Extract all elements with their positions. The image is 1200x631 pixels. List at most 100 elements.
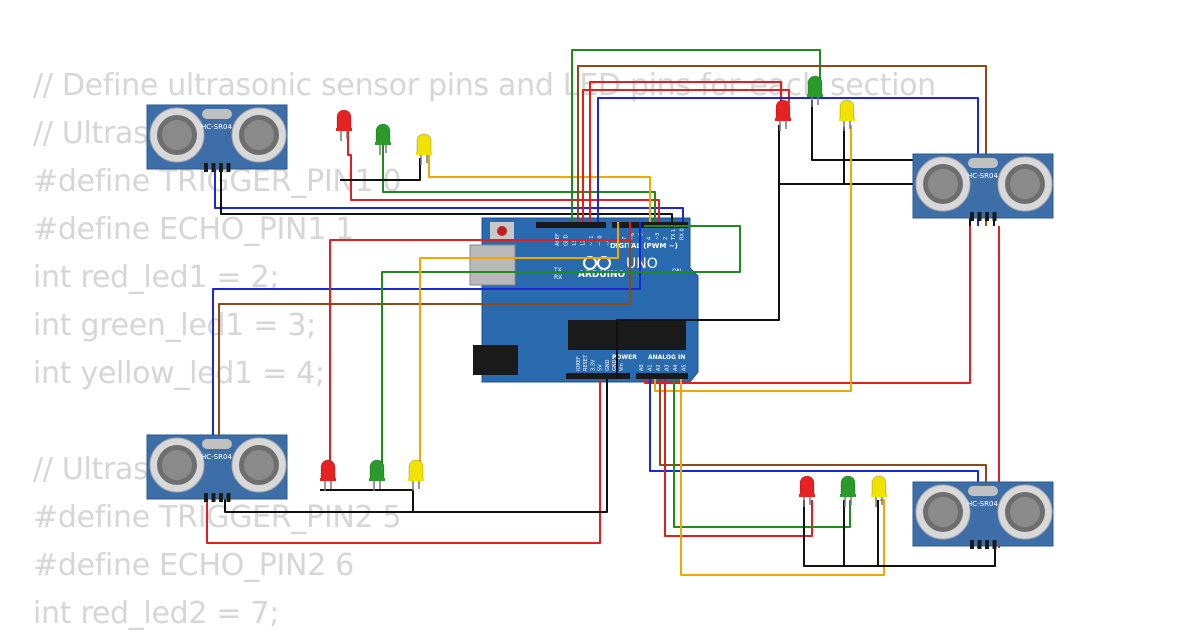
atmega-chip (568, 320, 686, 350)
arduino-brand: ARDUINO (578, 270, 626, 280)
led-body (840, 475, 856, 497)
digital-pin-label: ~6 (630, 233, 636, 240)
led-rim (799, 494, 815, 497)
sensor-mesh (1010, 497, 1040, 527)
hc-sr04-sensor[interactable]: HC-SR04 (146, 104, 288, 172)
code-line: int yellow_led1 = 4; (33, 356, 325, 391)
rx-label: RX (554, 274, 562, 281)
code-line: #define ECHO_PIN1 1 (33, 212, 355, 247)
yellow-led[interactable] (408, 459, 424, 491)
hc-sr04-sensor[interactable]: HC-SR04 (912, 153, 1054, 221)
sensor-mesh (162, 120, 192, 150)
code-line: #define TRIGGER_PIN1 0 (33, 164, 402, 199)
analog-pin-label: A1 (648, 364, 654, 371)
wire-green (673, 379, 851, 528)
hc-sr04-sensor[interactable]: HC-SR04 (146, 434, 288, 502)
led-body (320, 459, 336, 481)
sensor-pin (970, 540, 974, 549)
wire-black (220, 160, 673, 222)
reset-button-cap[interactable] (497, 226, 507, 236)
yellow-led[interactable] (871, 475, 887, 507)
wire-blue (212, 222, 641, 488)
analog-pin-label: A0 (639, 364, 645, 371)
sensor-label: HC-SR04 (967, 172, 998, 180)
sensor-mesh (162, 450, 192, 480)
arduino-uno-board[interactable]: DIGITAL (PWM ~) ARDUINO UNO TX RX ON POW… (469, 217, 699, 383)
sensor-pin (204, 163, 208, 172)
code-line: int red_led2 = 7; (33, 596, 280, 631)
hc-sr04-sensor[interactable]: HC-SR04 (912, 481, 1054, 549)
sensor-crystal (202, 439, 232, 449)
green-led[interactable] (369, 459, 385, 491)
sensor-pin (992, 212, 997, 221)
sensor-mesh (1010, 169, 1040, 199)
red-led[interactable] (775, 99, 791, 131)
code-line: // Ultras (33, 452, 149, 487)
wire-green (381, 225, 741, 478)
wire-red (329, 222, 631, 478)
led-body (799, 475, 815, 497)
sensor-pin (204, 493, 208, 502)
green-led[interactable] (375, 123, 391, 155)
sensor-crystal (202, 109, 232, 119)
digital-pin-label: ~5 (638, 233, 644, 240)
red-led[interactable] (336, 109, 352, 141)
digital-label: DIGITAL (PWM ~) (610, 242, 678, 250)
wire-yellow (419, 222, 619, 478)
code-line: // Ultras (33, 116, 149, 151)
green-led[interactable] (807, 75, 823, 107)
led-body (775, 99, 791, 121)
usb-port (469, 244, 516, 286)
led-body (807, 75, 823, 97)
digital-pin-label: 12 (581, 240, 587, 246)
analog-pin-label: A5 (682, 364, 688, 371)
power-pin-label: Vin (619, 363, 625, 371)
yellow-led[interactable] (839, 99, 855, 131)
sensor-pin (985, 540, 989, 549)
digital-pin-label: 4 (647, 237, 653, 240)
led-body (408, 459, 424, 481)
digital-pin-label: 13 (572, 240, 578, 246)
led-rim (408, 478, 424, 481)
digital-pin-label: 2 (663, 237, 669, 240)
analog-pin-label: A2 (656, 364, 662, 371)
sensor-mesh (928, 169, 958, 199)
yellow-led[interactable] (416, 133, 432, 165)
green-led[interactable] (840, 475, 856, 507)
red-led[interactable] (799, 475, 815, 507)
sensor-crystal (968, 486, 998, 496)
led-rim (369, 478, 385, 481)
power-pin-label: GND (605, 359, 611, 371)
digital-pin-label: 7 (622, 237, 628, 240)
power-pin-label: RESET (583, 354, 589, 371)
power-pin-label: 3.3V (590, 359, 596, 371)
red-led[interactable] (320, 459, 336, 491)
wire-black (224, 379, 608, 513)
led-body (416, 133, 432, 155)
sensor-label: HC-SR04 (201, 453, 232, 461)
sensor-pin (992, 540, 997, 549)
led-body (871, 475, 887, 497)
power-jack (473, 345, 518, 375)
arduino-model: UNO (626, 256, 658, 272)
led-body (336, 109, 352, 131)
led-rim (375, 142, 391, 145)
code-line: int green_led1 = 3; (33, 308, 316, 343)
digital-pin-label: RX 0 (679, 228, 685, 240)
code-line: int red_led1 = 2; (33, 260, 280, 295)
wire-blue (214, 160, 684, 222)
sensor-pin (226, 163, 231, 172)
wire-red (582, 89, 790, 222)
power-pin-label: IOREF (576, 356, 582, 371)
sensor-pin (970, 212, 974, 221)
analog-label: ANALOG IN (648, 354, 685, 361)
led-body (375, 123, 391, 145)
digital-header-left (536, 222, 606, 228)
sensor-label: HC-SR04 (201, 123, 232, 131)
power-label: POWER (612, 354, 637, 361)
digital-pin-label: ~3 (655, 233, 661, 240)
sensor-pin (211, 163, 216, 172)
analog-pin-label: A4 (673, 364, 679, 371)
wire-black (340, 158, 421, 181)
